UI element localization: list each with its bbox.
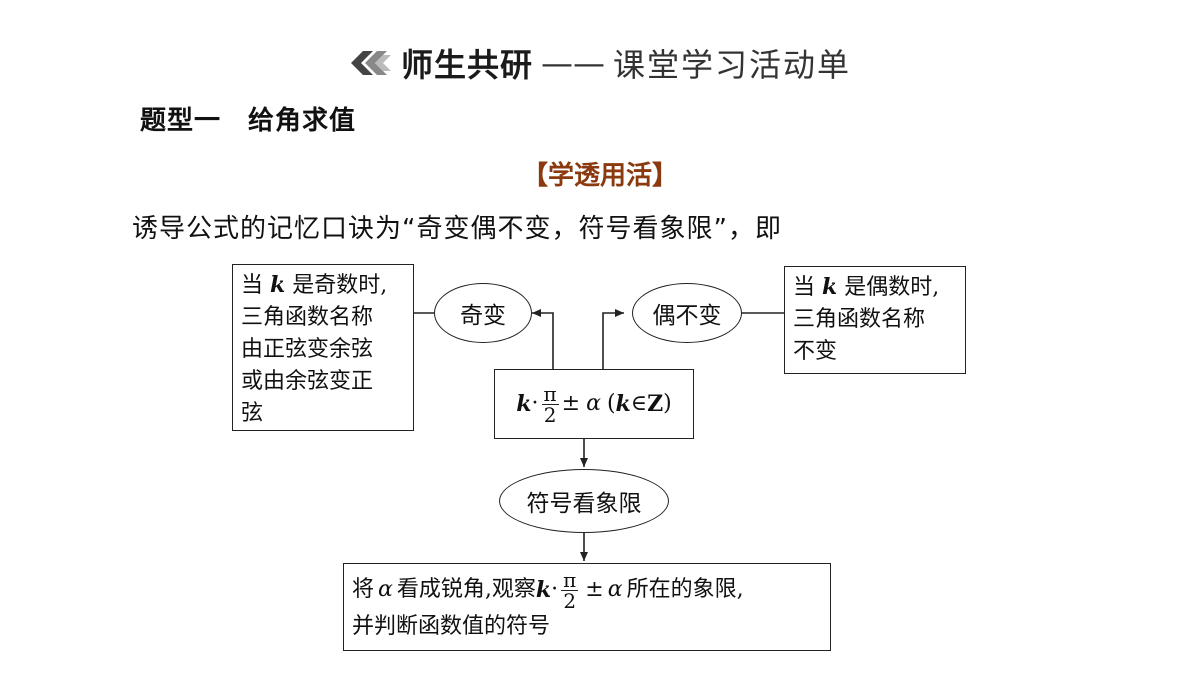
bottom-box-var-k: k bbox=[535, 577, 552, 603]
odd-k-explanation-box: 当 k 是奇数时, 三角函数名称 由正弦变余弦 或由余弦变正 弦 bbox=[232, 264, 414, 431]
fraction-denominator: 2 bbox=[543, 402, 557, 427]
formula-alpha: α bbox=[586, 391, 601, 416]
right-box-line: 不变 bbox=[793, 339, 838, 364]
bottom-box-fraction: π 2 bbox=[561, 567, 579, 613]
fraction-denominator: 2 bbox=[563, 588, 577, 613]
intro-text: 诱导公式的记忆口诀为“奇变偶不变，符号看象限”，即 bbox=[132, 214, 782, 244]
bottom-box-dot: · bbox=[551, 577, 559, 602]
header-dash: —— bbox=[541, 44, 605, 82]
formula-fraction: π 2 bbox=[541, 381, 559, 427]
double-chevron-logo-icon bbox=[350, 51, 391, 75]
section-title: 题型一 给角求值 bbox=[140, 106, 357, 136]
formula-box: k · π 2 ± α ( k ∈ Z ) bbox=[494, 369, 694, 439]
bottom-box-text: 所在的象限, bbox=[626, 577, 744, 602]
left-box-line: 由正弦变余弦 bbox=[241, 337, 374, 362]
fraction-numerator: π bbox=[541, 381, 559, 406]
formula-element-of: ∈ bbox=[630, 391, 648, 416]
formula-close-paren: ) bbox=[663, 391, 672, 416]
bottom-box-alpha: α bbox=[378, 577, 393, 602]
header-title-bold: 师生共研 bbox=[400, 46, 533, 84]
odd-change-label: 奇变 bbox=[460, 303, 506, 329]
even-k-explanation-box: 当 k 是偶数时, 三角函数名称 不变 bbox=[784, 266, 966, 374]
left-box-line: 或由余弦变正 bbox=[241, 369, 374, 394]
formula-integer-set: Z bbox=[647, 391, 664, 417]
sign-quadrant-ellipse: 符号看象限 bbox=[499, 469, 669, 533]
formula-var-k2: k bbox=[615, 391, 631, 417]
left-box-line: 三角函数名称 bbox=[241, 305, 374, 330]
left-box-line: 弦 bbox=[241, 401, 264, 426]
even-unchanged-label: 偶不变 bbox=[652, 303, 722, 329]
right-box-text: 是偶数时, bbox=[844, 275, 940, 300]
formula-open-paren: ( bbox=[606, 391, 616, 416]
right-box-var-k: k bbox=[822, 274, 838, 300]
slide-header: 师生共研 —— 课堂学习活动单 bbox=[0, 40, 1200, 90]
formula-plus-minus: ± bbox=[561, 391, 581, 416]
bottom-box-alpha2: α bbox=[607, 577, 623, 602]
left-box-text: 当 bbox=[241, 273, 264, 298]
left-box-var-k: k bbox=[270, 272, 286, 298]
bottom-box-plus-minus: ± bbox=[585, 577, 604, 602]
bottom-box-line2: 并判断函数值的符号 bbox=[352, 614, 551, 639]
sign-explanation-box: 将 α 看成锐角,观察 k · π 2 ± α 所在的象限, 并判断函数值的符号 bbox=[343, 563, 831, 651]
even-unchanged-ellipse: 偶不变 bbox=[632, 283, 742, 343]
subheading: 【学透用活】 bbox=[521, 161, 678, 191]
arrow-to-odd-change bbox=[532, 309, 554, 370]
left-box-text: 是奇数时, bbox=[292, 273, 388, 298]
header-title-light: 课堂学习活动单 bbox=[613, 46, 852, 84]
formula-dot: · bbox=[531, 391, 539, 416]
formula-var-k: k bbox=[516, 391, 532, 417]
sign-quadrant-label: 符号看象限 bbox=[526, 491, 642, 517]
right-box-text: 当 bbox=[793, 275, 816, 300]
bottom-box-text: 将 bbox=[352, 577, 375, 602]
odd-change-ellipse: 奇变 bbox=[434, 283, 532, 343]
bottom-box-text: 看成锐角,观察 bbox=[396, 577, 536, 602]
arrow-to-even-unchanged bbox=[602, 309, 624, 370]
right-box-line: 三角函数名称 bbox=[793, 307, 926, 332]
fraction-numerator: π bbox=[561, 567, 579, 592]
